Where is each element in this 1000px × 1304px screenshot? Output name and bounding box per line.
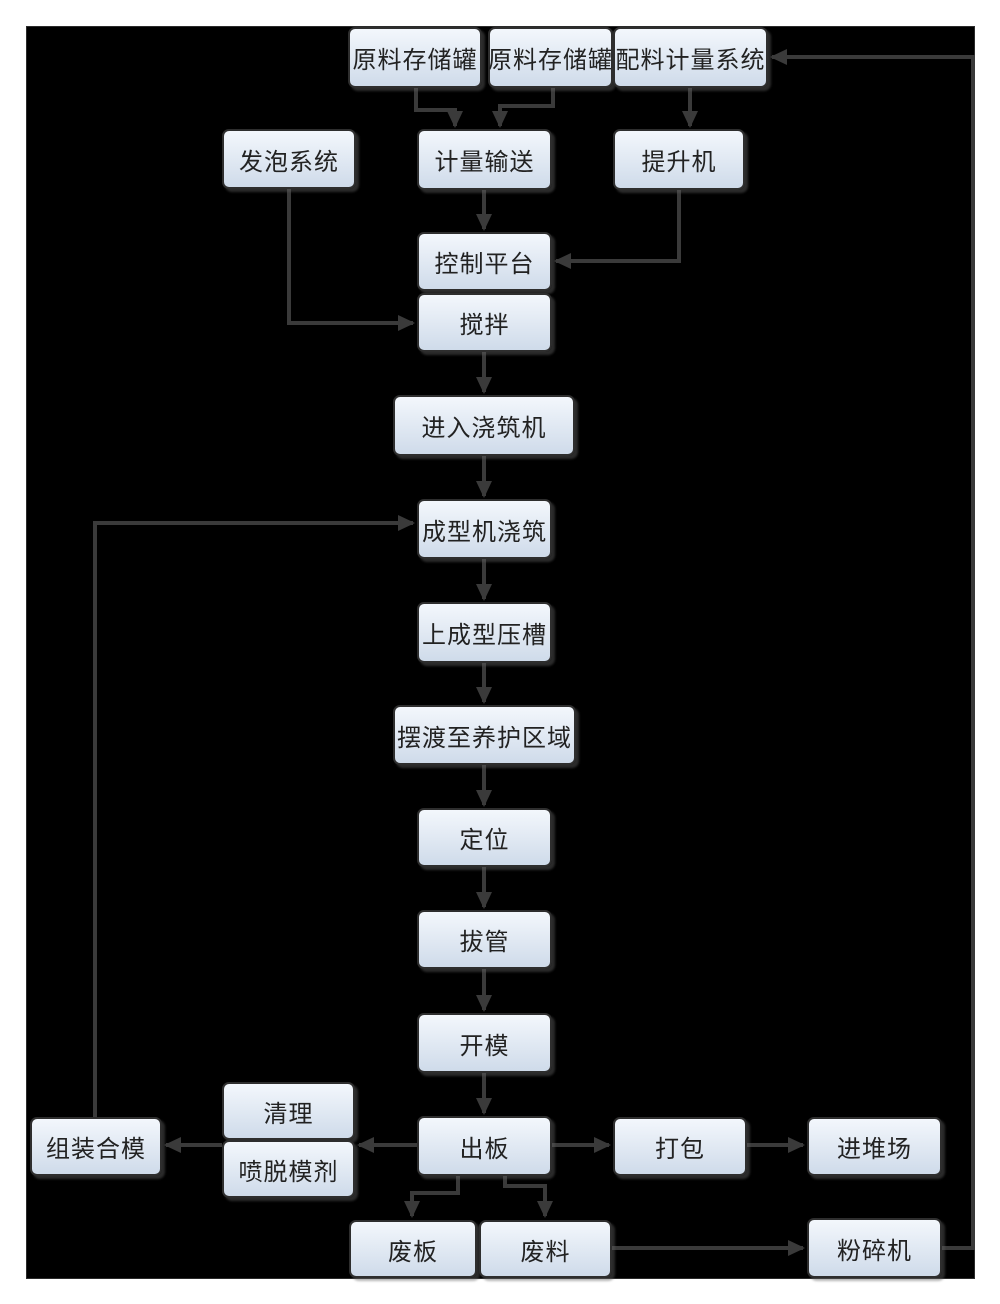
node-cleaning: 清理	[222, 1082, 355, 1140]
node-stack-yard: 进堆场	[807, 1117, 942, 1176]
node-control-platform: 控制平台	[417, 232, 552, 291]
node-tube-pulling: 拔管	[417, 910, 552, 969]
node-crusher: 粉碎机	[807, 1218, 942, 1278]
node-forming-pouring: 成型机浇筑	[417, 499, 552, 559]
node-board-out: 出板	[417, 1116, 552, 1176]
node-packing: 打包	[613, 1117, 747, 1176]
node-spray-release: 喷脱模剂	[222, 1140, 355, 1198]
node-waste-material: 废料	[479, 1220, 612, 1278]
node-press-groove: 上成型压槽	[417, 602, 552, 663]
node-positioning: 定位	[417, 808, 552, 867]
node-metering-convey: 计量输送	[417, 129, 552, 190]
node-hoist: 提升机	[613, 129, 745, 190]
node-batching-system: 配料计量系统	[613, 27, 768, 88]
node-foaming-system: 发泡系统	[222, 129, 356, 189]
node-ferry-curing: 摆渡至养护区域	[393, 705, 576, 765]
node-raw-tank-2: 原料存储罐	[488, 27, 613, 88]
node-enter-pouring: 进入浇筑机	[393, 395, 575, 456]
node-raw-tank-1: 原料存储罐	[348, 27, 482, 88]
node-mold-opening: 开模	[417, 1013, 552, 1073]
node-mixing: 搅拌	[417, 293, 552, 352]
node-assemble-mold: 组装合模	[30, 1117, 162, 1176]
node-waste-board: 废板	[349, 1220, 477, 1278]
